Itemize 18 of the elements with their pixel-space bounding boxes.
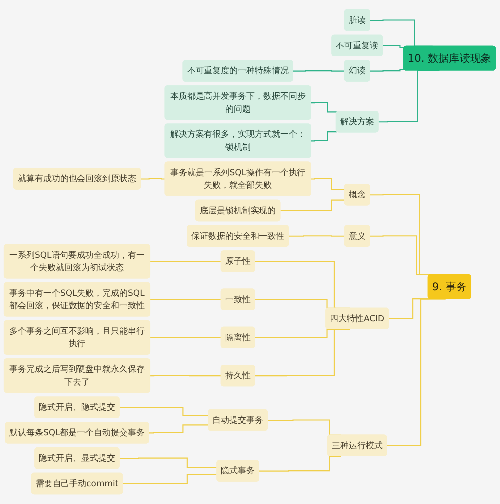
connector bbox=[120, 458, 218, 468]
connector bbox=[311, 132, 338, 142]
connector bbox=[383, 45, 404, 48]
connector bbox=[123, 474, 218, 485]
connector bbox=[141, 178, 166, 180]
connector bbox=[149, 424, 209, 434]
connector bbox=[150, 337, 222, 338]
connector bbox=[370, 68, 404, 72]
connector bbox=[293, 70, 345, 72]
connector bbox=[311, 102, 338, 113]
connector bbox=[150, 261, 222, 262]
connector bbox=[150, 375, 222, 377]
connector bbox=[289, 236, 345, 237]
connector bbox=[311, 178, 345, 190]
connector bbox=[150, 299, 222, 300]
connector bbox=[389, 298, 430, 320]
connector bbox=[120, 407, 209, 416]
connector bbox=[280, 200, 345, 212]
